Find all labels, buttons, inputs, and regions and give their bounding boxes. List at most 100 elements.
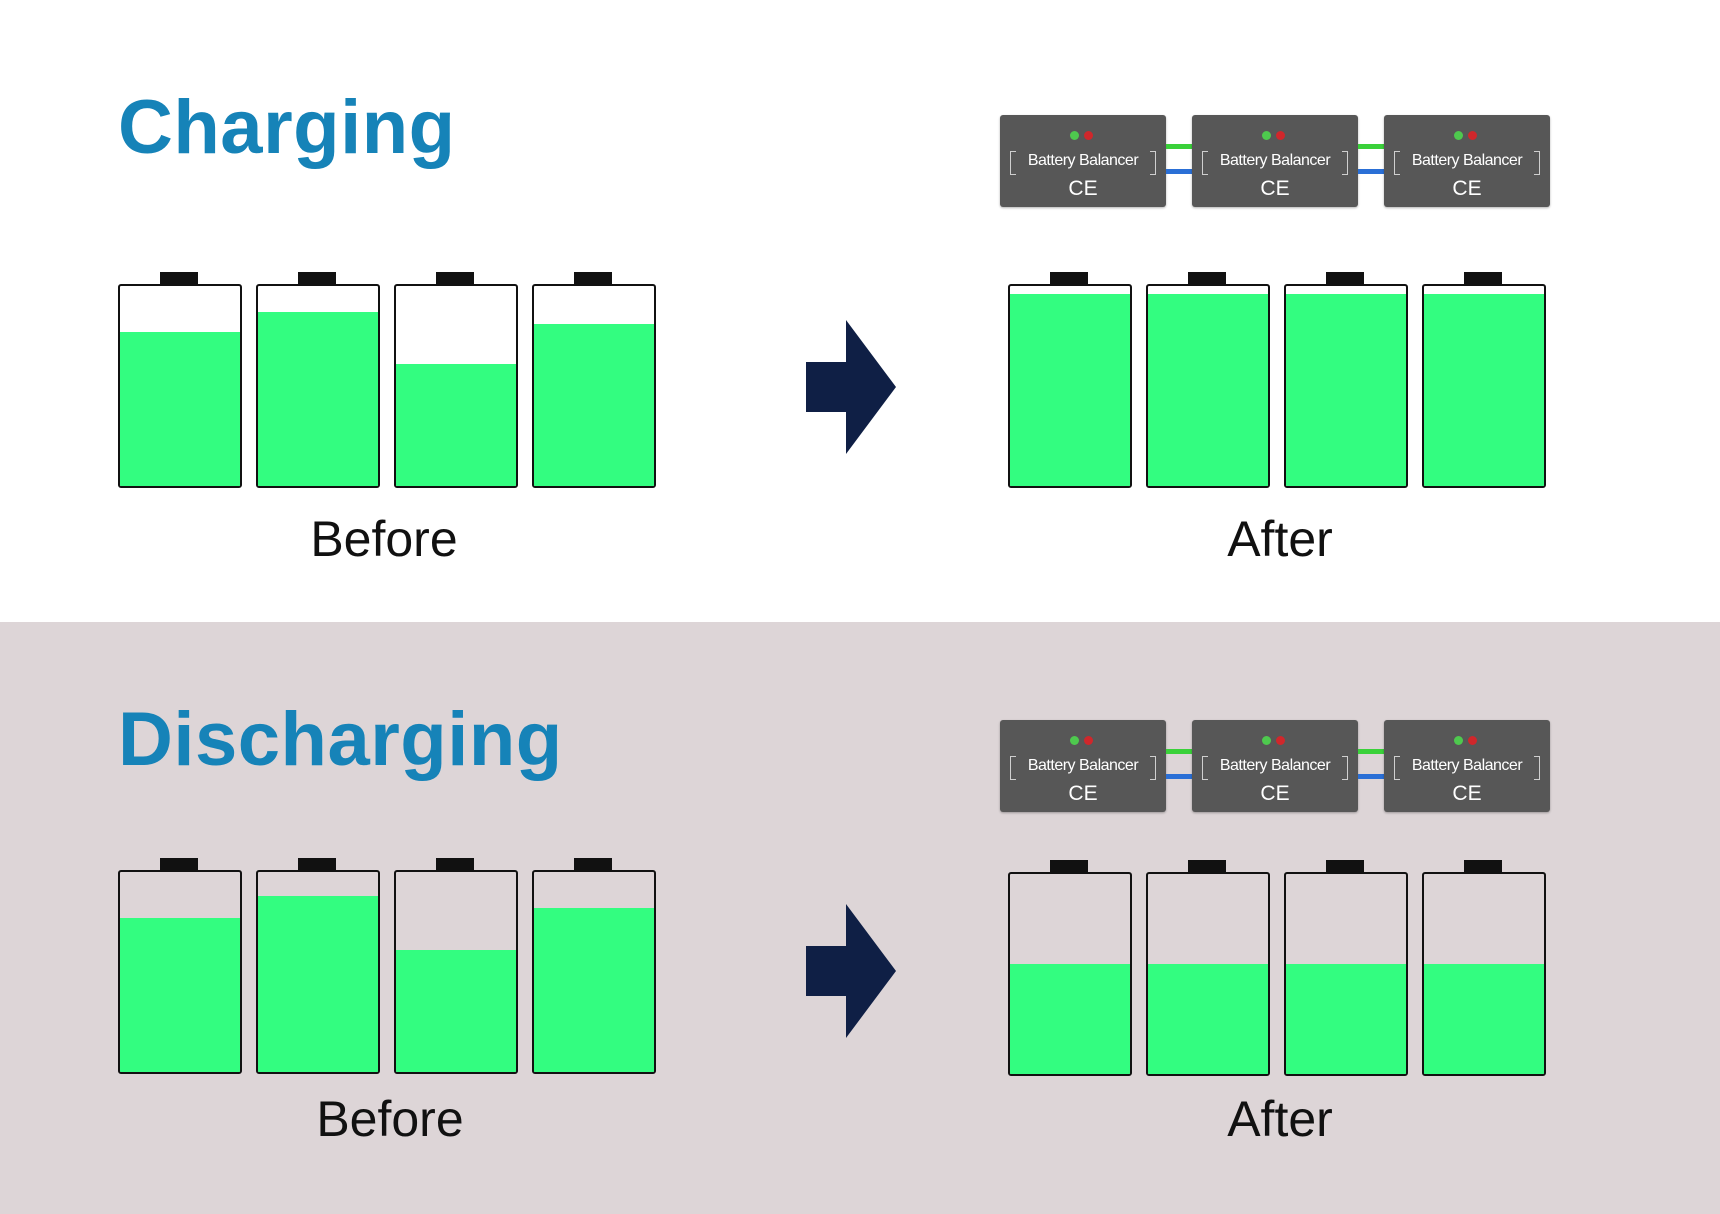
- balancer-label: Battery Balancer: [1027, 757, 1139, 774]
- balancer-label: Battery Balancer: [1411, 152, 1523, 169]
- charge-level-fill: [120, 332, 240, 486]
- battery-terminal: [574, 858, 612, 870]
- battery: [1008, 272, 1132, 492]
- battery-balancer-module: Battery Balancer CE: [1384, 115, 1550, 207]
- connector-bracket-icon: [1534, 756, 1540, 780]
- green-led-icon: [1262, 131, 1271, 140]
- ce-mark: CE: [1068, 177, 1098, 200]
- battery-body: [256, 870, 380, 1074]
- blue-wire: [1166, 774, 1192, 779]
- ce-mark: CE: [1452, 782, 1482, 805]
- charging-before-batteries: [118, 272, 658, 492]
- charging-after-batteries: [1008, 272, 1548, 492]
- discharging-section: Discharging Before Battery Balancer CE B…: [0, 622, 1720, 1214]
- battery-balancer-module: Battery Balancer CE: [1000, 720, 1166, 812]
- red-led-icon: [1276, 736, 1285, 745]
- green-wire: [1166, 749, 1192, 754]
- battery-balancer-chain: Battery Balancer CE Battery Balancer CE …: [1000, 720, 1550, 812]
- charge-level-fill: [396, 364, 516, 486]
- red-led-icon: [1468, 736, 1477, 745]
- battery: [1146, 272, 1270, 492]
- red-led-icon: [1084, 736, 1093, 745]
- battery-terminal: [1326, 860, 1364, 872]
- green-led-icon: [1262, 736, 1271, 745]
- balancer-label: Battery Balancer: [1411, 757, 1523, 774]
- battery-terminal: [160, 858, 198, 870]
- battery: [256, 272, 380, 492]
- charge-level-fill: [1010, 294, 1130, 486]
- ce-mark: CE: [1452, 177, 1482, 200]
- battery-body: [1008, 872, 1132, 1076]
- before-caption: Before: [316, 1091, 464, 1147]
- after-caption: After: [1227, 1091, 1333, 1147]
- discharging-title: Discharging: [118, 697, 563, 782]
- red-led-icon: [1468, 131, 1477, 140]
- battery: [532, 858, 656, 1078]
- discharging-before-batteries: [118, 858, 658, 1078]
- battery-body: [394, 284, 518, 488]
- charge-level-fill: [1286, 964, 1406, 1074]
- green-led-icon: [1070, 131, 1079, 140]
- blue-wire: [1166, 169, 1192, 174]
- charge-level-fill: [120, 918, 240, 1072]
- battery-terminal: [436, 272, 474, 284]
- battery-balancer-module: Battery Balancer CE: [1192, 115, 1358, 207]
- battery: [256, 858, 380, 1078]
- battery-balancer-module: Battery Balancer CE: [1192, 720, 1358, 812]
- battery-body: [118, 284, 242, 488]
- before-caption: Before: [310, 511, 458, 567]
- battery: [118, 272, 242, 492]
- battery-body: [532, 870, 656, 1074]
- charging-section: Charging Before Battery Balancer CE Batt…: [118, 89, 1550, 567]
- battery-body: [394, 870, 518, 1074]
- connector-bracket-icon: [1394, 756, 1400, 780]
- battery: [1146, 860, 1270, 1080]
- green-wire: [1166, 144, 1192, 149]
- charge-level-fill: [1424, 964, 1544, 1074]
- charge-level-fill: [258, 896, 378, 1072]
- connector-bracket-icon: [1010, 151, 1016, 175]
- connector-bracket-icon: [1342, 756, 1348, 780]
- blue-wire: [1358, 169, 1384, 174]
- battery: [394, 272, 518, 492]
- charge-level-fill: [1010, 964, 1130, 1074]
- charge-level-fill: [258, 312, 378, 486]
- green-wire: [1358, 749, 1384, 754]
- battery-body: [1146, 872, 1270, 1076]
- battery-terminal: [1464, 272, 1502, 284]
- battery-balancer-chain: Battery Balancer CE Battery Balancer CE …: [1000, 115, 1550, 207]
- connector-bracket-icon: [1394, 151, 1400, 175]
- battery: [1284, 860, 1408, 1080]
- battery: [394, 858, 518, 1078]
- balancer-label: Battery Balancer: [1027, 152, 1139, 169]
- battery-balancer-module: Battery Balancer CE: [1000, 115, 1166, 207]
- charge-level-fill: [534, 908, 654, 1072]
- ce-mark: CE: [1260, 177, 1290, 200]
- red-led-icon: [1276, 131, 1285, 140]
- battery-body: [532, 284, 656, 488]
- battery-body: [1284, 872, 1408, 1076]
- balancer-label: Battery Balancer: [1219, 152, 1331, 169]
- battery-terminal: [1188, 272, 1226, 284]
- battery: [1008, 860, 1132, 1080]
- battery-terminal: [574, 272, 612, 284]
- battery-body: [1284, 284, 1408, 488]
- right-arrow-icon: [806, 320, 896, 454]
- battery-terminal: [1188, 860, 1226, 872]
- battery-terminal: [1050, 272, 1088, 284]
- battery: [532, 272, 656, 492]
- battery-body: [1008, 284, 1132, 488]
- battery-terminal: [1464, 860, 1502, 872]
- battery-body: [118, 870, 242, 1074]
- battery-terminal: [1050, 860, 1088, 872]
- battery: [1422, 272, 1546, 492]
- battery-body: [1422, 284, 1546, 488]
- green-led-icon: [1454, 736, 1463, 745]
- connector-bracket-icon: [1150, 756, 1156, 780]
- ce-mark: CE: [1260, 782, 1290, 805]
- battery: [1284, 272, 1408, 492]
- battery-terminal: [298, 858, 336, 870]
- charge-level-fill: [1148, 294, 1268, 486]
- connector-bracket-icon: [1150, 151, 1156, 175]
- green-wire: [1358, 144, 1384, 149]
